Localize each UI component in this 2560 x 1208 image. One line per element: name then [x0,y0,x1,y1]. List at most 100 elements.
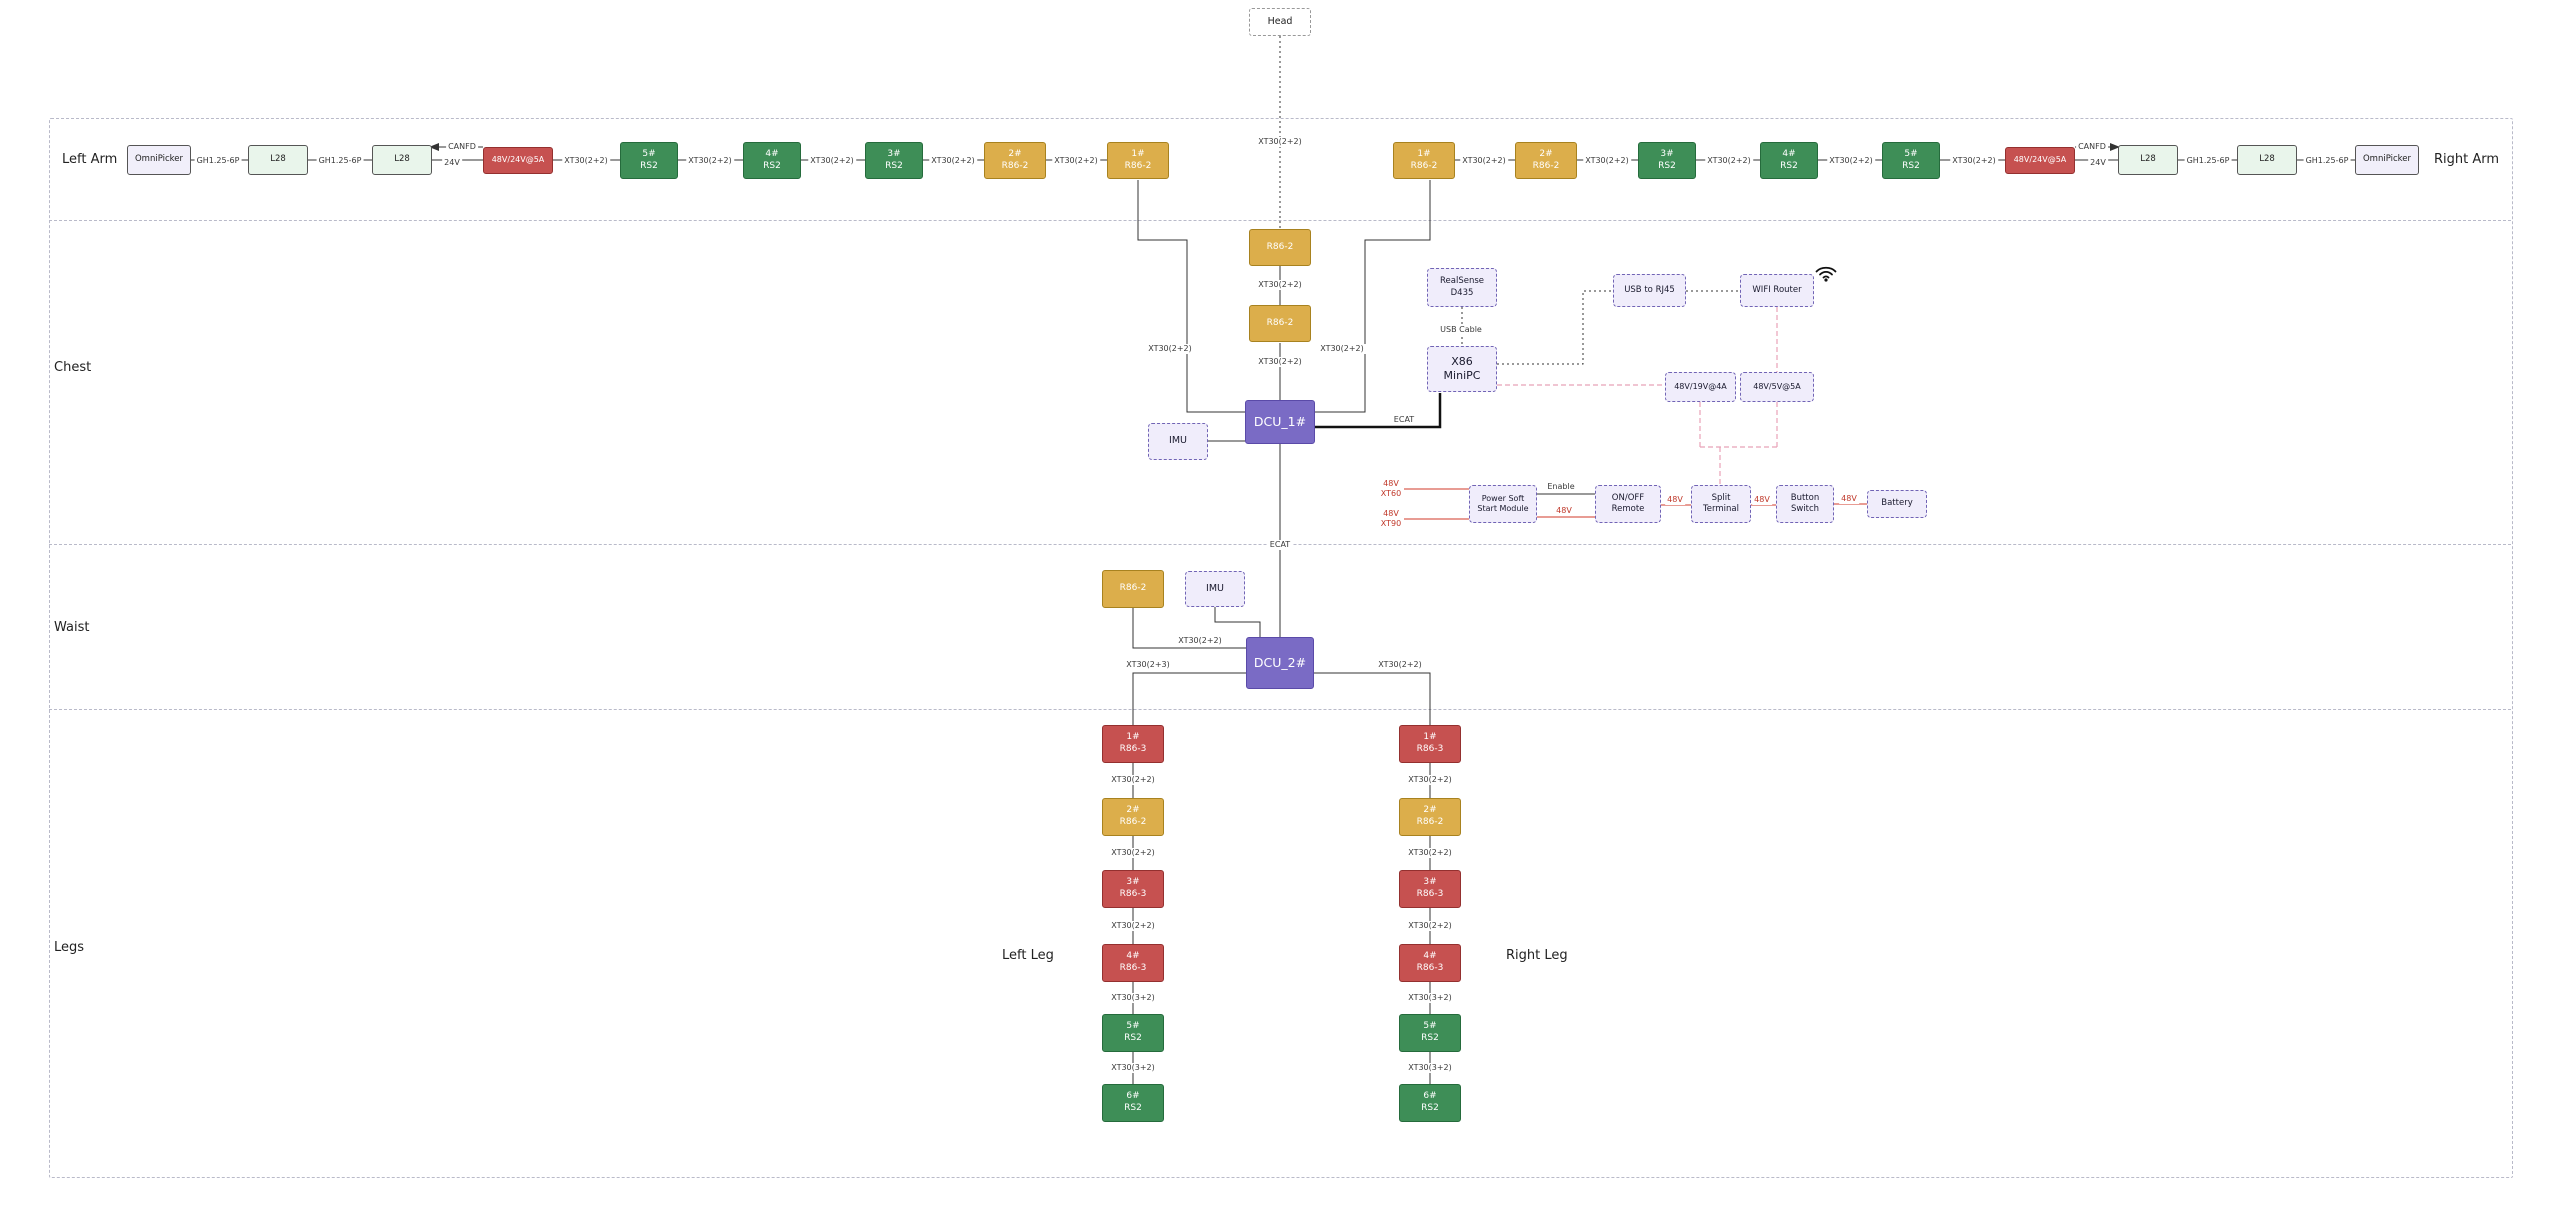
right-arm-section-label: Right Arm [2434,152,2500,167]
label-line: XT60 [1380,489,1402,498]
box-label: R86-2 [1266,317,1294,328]
connector-label: XT30(2+2) [1406,848,1454,858]
box-label: 2# [1539,148,1553,159]
connector-label: XT30(3+2) [1406,993,1454,1003]
right-leg-motor-5: 5#RS2 [1399,1014,1461,1052]
box-label: 5# [1126,1021,1140,1032]
connector-label: XT30(2+2) [1583,156,1631,166]
connector-label: XT30(3+2) [1406,1063,1454,1073]
left-leg-motor-4: 4#R86-3 [1102,944,1164,982]
left-arm-section-label: Left Arm [62,152,118,167]
box-label: X86 [1451,354,1473,368]
left-leg-motor-3: 3#R86-3 [1102,870,1164,908]
box-label: Button [1790,492,1820,503]
box-label: 5# [1904,148,1918,159]
battery-box: Battery [1867,490,1927,518]
right-arm-motor-3: 3#RS2 [1638,142,1696,179]
connector-label: XT30(2+2) [686,156,734,166]
box-label: DCU_1# [1253,413,1307,429]
connector-label: CANFD [2076,142,2108,152]
box-label: 5# [642,148,656,159]
box-label: 3# [1126,877,1140,888]
box-label: R86-3 [1119,889,1147,899]
box-label: Head [1267,15,1293,27]
box-label: 3# [887,148,901,159]
left-leg-motor-1: 1#R86-3 [1102,725,1164,763]
v48-label: 48V [1665,495,1685,505]
label-line: 48V [1383,479,1399,488]
box-label: RS2 [763,160,781,171]
left-arm-motor-3: 3#RS2 [865,142,923,179]
box-label: RS2 [1902,160,1920,171]
chest-dcu1: DCU_1# [1245,400,1315,444]
connector-label: XT30(2+2) [1318,344,1366,354]
label-line: 48V [1383,509,1399,518]
box-label: Split [1711,492,1731,503]
enable-label: Enable [1545,482,1577,492]
box-label: Switch [1790,504,1820,514]
connector-label: CANFD [446,142,478,152]
connector-label: XT30(2+2) [1256,280,1304,290]
right-arm-dcu-line [1315,180,1431,413]
right-leg-motor-4: 4#R86-3 [1399,944,1461,982]
waist-r86: R86-2 [1102,570,1164,608]
box-label: R86-2 [1119,817,1147,827]
box-label: IMU [1169,435,1187,447]
connector-label: GH1.25-6P [2303,156,2351,166]
dcu1-minipc-ecat-line [1315,393,1442,429]
left-arm-motor-4: 4#RS2 [743,142,801,179]
waist-dcu2: DCU_2# [1246,637,1314,689]
box-label: RS2 [1780,160,1798,171]
waist-r86-dcu2-line [1132,608,1246,649]
connector-label: XT30(2+2) [929,156,977,166]
right-arm-psu: 48V/24V@5A [2005,147,2075,174]
box-label: 2# [1126,805,1140,816]
box-label: 4# [765,148,779,159]
usb-cable-label: USB Cable [1438,325,1484,335]
box-label: OmniPicker [134,154,184,165]
left-arm-dcu-line [1137,180,1245,413]
box-label: Battery [1881,498,1913,509]
chest-r86-mid: R86-2 [1249,305,1311,342]
box-label: 1# [1417,148,1431,159]
box-label: USB to RJ45 [1624,284,1675,295]
divider-arms-chest [49,220,2511,221]
box-label: R86-2 [1532,160,1560,171]
xt60-label: 48V XT60 [1378,479,1404,499]
box-label: RS2 [1658,160,1676,171]
box-label: 3# [1660,148,1674,159]
box-label: RS2 [1421,1033,1439,1043]
box-label: R86-3 [1416,744,1444,754]
head-connector-label: XT30(2+2) [1256,137,1304,147]
box-label: L28 [394,154,410,165]
box-label: 48V/24V@5A [2013,155,2067,165]
left-arm-l28-1: L28 [248,145,308,175]
right-arm-motor-4: 4#RS2 [1760,142,1818,179]
connector-label: XT30(2+2) [1052,156,1100,166]
box-label: 4# [1126,951,1140,962]
box-label: R86-3 [1416,963,1444,973]
box-label: 5# [1423,1021,1437,1032]
right-arm-l28-2: L28 [2237,145,2297,175]
dcu2-rightleg-line [1314,672,1431,725]
box-label: IMU [1206,582,1224,594]
left-leg-motor-6: 6#RS2 [1102,1084,1164,1122]
connector-label: GH1.25-6P [2184,156,2232,166]
box-label: 6# [1423,1091,1437,1102]
box-label: R86-2 [1410,160,1438,171]
connector-label: XT30(2+2) [1406,921,1454,931]
connector-label: XT30(2+2) [1376,660,1424,670]
waist-imu-line [1214,607,1261,637]
box-label: 6# [1126,1091,1140,1102]
xt90-label: 48V XT90 [1378,509,1404,529]
connector-label: 24V [2088,158,2108,168]
box-label: RS2 [1124,1103,1142,1113]
connector-label: XT30(2+2) [562,156,610,166]
connector-label: XT30(2+2) [1705,156,1753,166]
box-label: 48V/19V@4A [1674,381,1727,391]
